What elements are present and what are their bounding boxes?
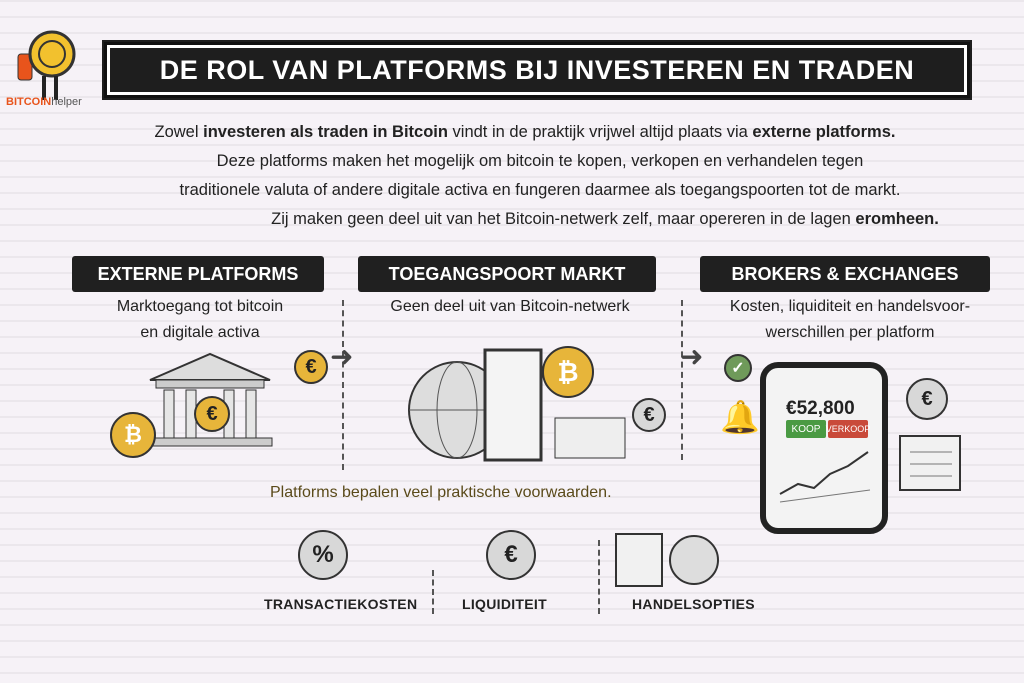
conditions-note: Platforms bepalen veel praktische voorwa… — [270, 484, 612, 501]
column-sub-line: Kosten, liquiditeit en handelsvoor- — [729, 298, 971, 315]
euro-coin-icon: € — [906, 378, 948, 420]
intro-emphasis: eromheen. — [855, 210, 939, 228]
bell-icon: 🔔 — [720, 399, 760, 435]
buy-button[interactable]: KOOP — [786, 420, 826, 438]
column-sub-2: Geen deel uit van Bitcoin-netwerk — [390, 298, 630, 315]
smartphone-trading-app — [760, 362, 888, 534]
feature-handelsopties: HANDELSOPTIES — [632, 596, 755, 612]
bitcoinhelper-logo-icon — [17, 30, 76, 100]
intro-line-2: Deze platforms maken het mogelijk om bit… — [216, 152, 864, 170]
column-sub-line: werschillen per platform — [765, 324, 935, 341]
clipboard-checklist-icon — [615, 533, 719, 587]
page-title: DE ROL VAN PLATFORMS BIJ INVESTEREN EN T… — [159, 54, 915, 85]
arrow-right-icon: ➜ — [680, 341, 704, 372]
title-banner: DE ROL VAN PLATFORMS BIJ INVESTEREN EN T… — [102, 40, 972, 100]
bitcoin-coin-icon: ₿ — [542, 346, 594, 398]
bitcoin-coin-icon: ₿ — [110, 412, 156, 458]
column-heading-externe-platforms: EXTERNE PLATFORMS — [72, 256, 324, 292]
price-chart-icon — [779, 451, 871, 503]
column-heading-brokers-exchanges: BROKERS & EXCHANGES — [700, 256, 990, 292]
logo-brand-light: helper — [51, 96, 82, 108]
bitcoin-price: €52,800 — [786, 398, 855, 419]
feature-liquiditeit: LIQUIDITEIT — [462, 596, 547, 612]
column-sub-3: Kosten, liquiditeit en handelsvoor-wersc… — [700, 294, 1000, 346]
intro-text-span: Zowel — [154, 123, 204, 141]
intro-emphasis: externe platforms. — [752, 123, 896, 141]
check-icon: ✓ — [724, 354, 752, 382]
intro-line-1: Zowel investeren als traden in Bitcoin v… — [100, 118, 980, 147]
divider — [342, 300, 344, 470]
intro-text: Zowel investeren als traden in Bitcoin v… — [100, 118, 980, 234]
intro-text-span: Zij maken geen deel uit van het Bitcoin-… — [271, 210, 856, 228]
column-sub-line: Marktoegang tot bitcoin — [116, 298, 284, 315]
sell-button[interactable]: VERKOOP — [826, 420, 870, 438]
divider — [598, 540, 600, 614]
column-sub-line: en digitale activa — [140, 324, 260, 341]
globe-door-icon — [408, 348, 626, 462]
intro-line-4: Zij maken geen deel uit van het Bitcoin-… — [100, 205, 980, 234]
logo-wordmark: BITCOINhelper — [6, 96, 82, 108]
arrow-right-icon: ➜ — [330, 341, 354, 372]
percent-icon: % — [298, 530, 348, 580]
intro-line-3: traditionele valuta of andere digitale a… — [179, 181, 901, 199]
divider — [432, 570, 434, 614]
euro-coin-icon: € — [486, 530, 536, 580]
column-heading-toegangspoort-markt: TOEGANGSPOORT MARKT — [358, 256, 656, 292]
intro-emphasis: investeren als traden in Bitcoin — [203, 123, 448, 141]
feature-transactiekosten: TRANSACTIEKOSTEN — [264, 596, 418, 612]
intro-text-span: vindt in de praktijk vrijwel altijd plaa… — [447, 123, 753, 141]
column-sub-1: Marktoegang tot bitcoin en digitale activ… — [70, 294, 330, 346]
logo-brand-bold: BITCOIN — [6, 96, 52, 108]
divider — [681, 300, 683, 460]
calendar-icon — [899, 435, 961, 491]
euro-coin-icon: € — [632, 398, 666, 432]
euro-coin-icon: € — [294, 350, 328, 384]
euro-coin-icon: € — [194, 396, 230, 432]
